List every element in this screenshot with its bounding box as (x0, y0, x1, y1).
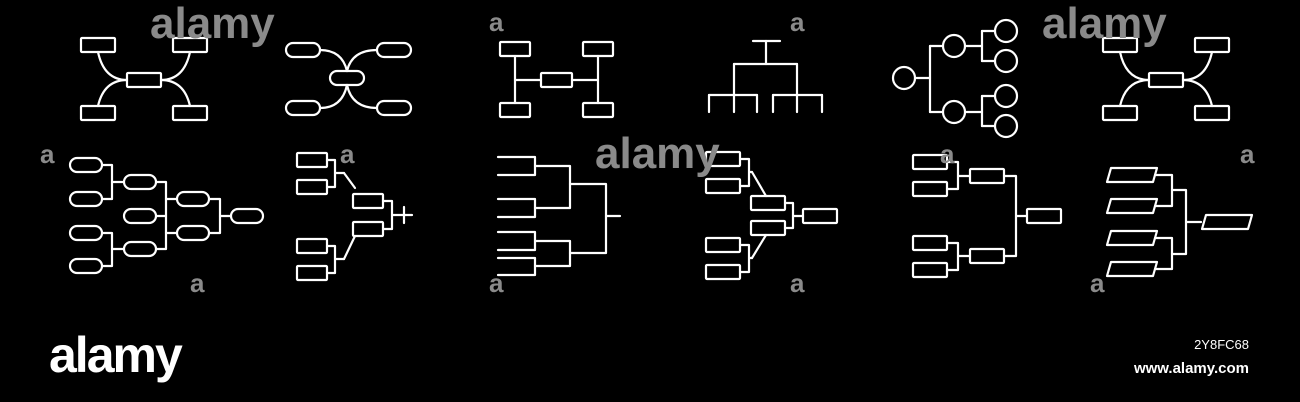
watermark-letter: a (40, 139, 55, 169)
mind-map-x-icon-duplicate (1101, 36, 1231, 122)
four-box-bracket-icon (911, 153, 1063, 279)
small-box-bracket-icon (295, 151, 414, 282)
watermark-layer: alamy alamy alamy a a a a a a a a a a (40, 0, 1255, 298)
watermark-letter: a (190, 268, 205, 298)
watermark-text: alamy (150, 0, 275, 48)
image-id: 2Y8FC68 (1194, 337, 1249, 352)
watermark-letter: a (790, 268, 805, 298)
eight-line-bracket-icon (496, 155, 622, 277)
parallelogram-bracket-icon (1105, 166, 1254, 278)
watermark-text: alamy (1042, 0, 1167, 48)
site-url: www.alamy.com (1133, 360, 1249, 377)
h-shaped-connector-icon (498, 40, 615, 119)
watermark-letter: a (1240, 139, 1255, 169)
rounded-tournament-bracket-icon (68, 156, 265, 275)
box-bracket-with-diagonal-links-icon (704, 150, 839, 281)
watermark-letter: a (790, 7, 805, 37)
watermark-letter: a (1090, 268, 1105, 298)
watermark-letter: a (489, 7, 504, 37)
watermark-letter: a (940, 139, 955, 169)
mind-map-x-icon (79, 36, 209, 122)
circle-tree-icon (891, 18, 1019, 139)
watermark-letter: a (340, 139, 355, 169)
alamy-logo: alamy (49, 327, 183, 383)
tree-hierarchy-icon (707, 39, 824, 114)
watermark-text: alamy (595, 129, 720, 178)
watermark-letter: a (489, 268, 504, 298)
mind-map-curved-rounded-icon (284, 41, 413, 117)
